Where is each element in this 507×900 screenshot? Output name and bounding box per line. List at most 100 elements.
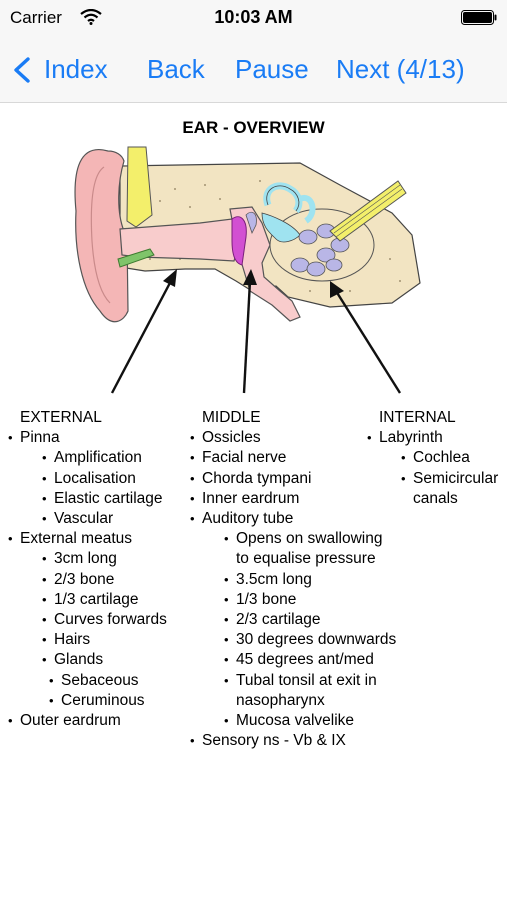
list-item-text: Semicircular bbox=[413, 469, 499, 487]
list-item-text: Inner eardrum bbox=[202, 489, 300, 507]
list-item: •Chorda tympani bbox=[190, 469, 402, 489]
chevron-left-icon bbox=[14, 57, 30, 83]
list-item-text: Auditory tube bbox=[202, 510, 294, 528]
bullet-icon: • bbox=[367, 430, 372, 446]
bullet-icon: • bbox=[190, 511, 195, 527]
index-button-label: Index bbox=[44, 54, 108, 84]
bullet-icon: • bbox=[42, 470, 47, 486]
status-time: 10:03 AM bbox=[214, 7, 293, 27]
slide-content: EAR - OVERVIEW bbox=[0, 103, 507, 900]
bullet-icon: • bbox=[8, 430, 13, 446]
list-item-text: 30 degrees downwards bbox=[236, 631, 397, 649]
list-item: • Inner eardrum bbox=[190, 489, 402, 509]
bullet-icon: • bbox=[42, 612, 47, 628]
list-item: •Elastic cartilage bbox=[20, 489, 190, 509]
list-item-text: Pinna bbox=[20, 429, 60, 447]
bullet-icon: • bbox=[224, 652, 229, 668]
list-item: • Labyrinth bbox=[367, 428, 507, 448]
list-item: • Ceruminous bbox=[20, 691, 190, 711]
internal-ear-notes: INTERNAL •Labyrinth•Cochlea•Semicircular… bbox=[367, 408, 507, 509]
external-ear-notes: EXTERNAL •Pinna•Amplification•Localisati… bbox=[8, 408, 190, 731]
list-item: canals bbox=[379, 489, 507, 509]
bullet-icon: • bbox=[401, 450, 406, 466]
list-item-text: Labyrinth bbox=[379, 429, 443, 447]
bullet-icon: • bbox=[190, 733, 195, 749]
list-item: •3cm long bbox=[20, 549, 190, 569]
list-item: • Pinna bbox=[8, 428, 190, 448]
list-item-text: Outer eardrum bbox=[20, 712, 121, 730]
list-item-text: Sebaceous bbox=[61, 671, 139, 689]
bullet-icon: • bbox=[224, 591, 229, 607]
list-item: • Sebaceous bbox=[20, 671, 190, 691]
list-item-text: 2/3 cartilage bbox=[236, 611, 321, 629]
bullet-icon: • bbox=[8, 531, 13, 547]
wifi-icon bbox=[80, 9, 102, 25]
bullet-icon: • bbox=[224, 612, 229, 628]
list-item-text: Vascular bbox=[54, 510, 114, 528]
bullet-icon: • bbox=[190, 430, 195, 446]
list-item: •Mucosa valvelike bbox=[202, 711, 402, 731]
index-button[interactable]: Index bbox=[12, 52, 108, 86]
list-item-text: Sensory ns - Vb & IX bbox=[202, 732, 346, 750]
list-item: •Amplification bbox=[20, 448, 190, 468]
bullet-icon: • bbox=[190, 490, 195, 506]
bullet-icon: • bbox=[8, 713, 13, 729]
list-item-text: Ceruminous bbox=[61, 691, 145, 709]
list-item-text: 2/3 bone bbox=[54, 570, 115, 588]
list-item-text: Ossicles bbox=[202, 429, 261, 447]
external-heading: EXTERNAL bbox=[20, 409, 102, 426]
list-item-text: Curves forwards bbox=[54, 611, 167, 629]
bullet-icon: • bbox=[42, 652, 47, 668]
list-item: •Opens on swallowing bbox=[202, 529, 402, 549]
pause-button[interactable]: Pause bbox=[235, 54, 309, 84]
bullet-icon: • bbox=[49, 692, 54, 708]
list-item-text: Cochlea bbox=[413, 449, 470, 467]
list-item-text: canals bbox=[413, 489, 458, 507]
list-item: • 2/3 cartilage bbox=[202, 610, 402, 630]
list-item: • Cochlea bbox=[379, 448, 507, 468]
list-item-text: Localisation bbox=[54, 469, 136, 487]
bullet-icon: • bbox=[42, 490, 47, 506]
list-item: •1/3 bone bbox=[202, 590, 402, 610]
list-item: • Outer eardrum bbox=[8, 711, 190, 731]
list-item-text: to equalise pressure bbox=[236, 550, 376, 568]
list-item-text: Glands bbox=[54, 651, 104, 669]
back-button[interactable]: Back bbox=[147, 54, 205, 84]
bullet-icon: • bbox=[42, 551, 47, 567]
list-item: • Glands bbox=[20, 650, 190, 670]
bullet-icon: • bbox=[224, 571, 229, 587]
carrier-label: Carrier bbox=[10, 8, 62, 27]
bullet-icon: • bbox=[190, 450, 195, 466]
list-item-text: External meatus bbox=[20, 530, 132, 548]
list-item: • External meatus bbox=[8, 529, 190, 549]
list-item-text: Mucosa valvelike bbox=[236, 712, 355, 730]
list-item: nasopharynx bbox=[202, 691, 402, 711]
bullet-icon: • bbox=[224, 632, 229, 648]
list-item: •Tubal tonsil at exit in bbox=[202, 671, 402, 691]
middle-ear-notes: MIDDLE •Ossicles•Facial nerve•Chorda tym… bbox=[190, 408, 402, 751]
list-item-text: Tubal tonsil at exit in bbox=[236, 671, 377, 689]
list-item: • Auditory tube bbox=[190, 509, 402, 529]
battery-icon bbox=[461, 10, 497, 25]
list-item: • Ossicles bbox=[190, 428, 402, 448]
list-item: •1/3 cartilage bbox=[20, 590, 190, 610]
bullet-icon: • bbox=[224, 531, 229, 547]
ear-anatomy-illustration bbox=[74, 146, 421, 394]
navigation-bar: Index Back Pause Next (4/13) bbox=[0, 36, 507, 103]
bullet-icon: • bbox=[42, 450, 47, 466]
list-item-text: 45 degrees ant/med bbox=[236, 651, 374, 669]
bullet-icon: • bbox=[49, 672, 54, 688]
list-item-text: Chorda tympani bbox=[202, 469, 312, 487]
list-item-text: Facial nerve bbox=[202, 449, 287, 467]
list-item-text: 3.5cm long bbox=[236, 570, 312, 588]
list-item-text: nasopharynx bbox=[236, 691, 325, 709]
list-item: •Semicircular bbox=[379, 469, 507, 489]
list-item: to equalise pressure bbox=[202, 549, 402, 569]
list-item-text: 1/3 cartilage bbox=[54, 590, 139, 608]
list-item: • 3.5cm long bbox=[202, 570, 402, 590]
next-button[interactable]: Next (4/13) bbox=[336, 54, 465, 84]
status-bar: Carrier 10:03 AM bbox=[0, 0, 507, 36]
list-item: • 30 degrees downwards bbox=[202, 630, 402, 650]
list-item: • Sensory ns - Vb & IX bbox=[190, 731, 402, 751]
pinna bbox=[74, 149, 129, 323]
